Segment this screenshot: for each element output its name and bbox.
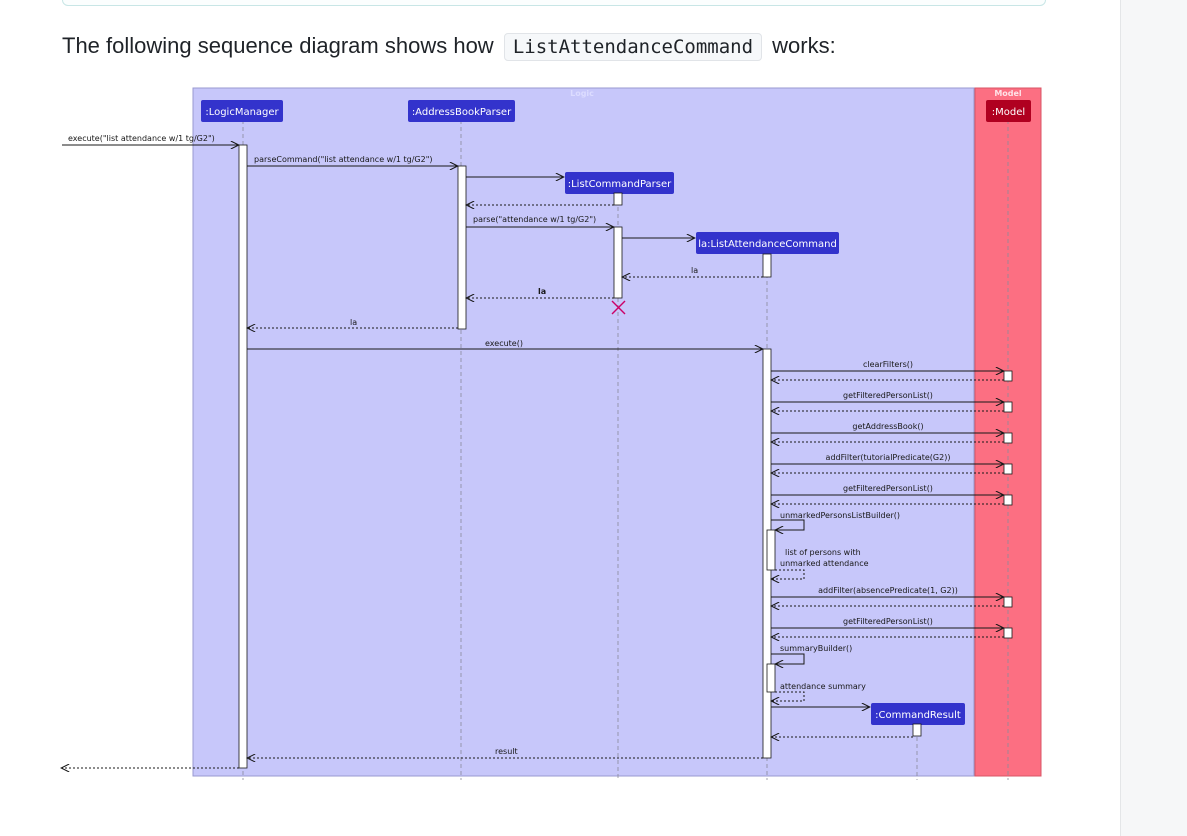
label-attendance-summary: attendance summary [780,682,866,691]
arrow-unmarked-persons-list-builder [771,519,805,530]
label-unmarked-persons-list-builder: unmarkedPersonsListBuilder() [780,511,900,520]
label-parse: parse("attendance w/1 tg/G2") [473,215,596,224]
model-box-title: Model [994,89,1022,98]
activation-model-1 [1003,370,1013,382]
label-add-filter-tutorial: addFilter(tutorialPredicate(G2)) [826,453,951,462]
activation-model-3 [1003,432,1013,444]
label-list-of-persons-line2: unmarked attendance [780,559,869,568]
label-execute: execute() [485,339,523,348]
participant-address-book-parser-label: :AddressBookParser [412,107,512,118]
return-list-of-persons [772,569,805,579]
activation-logic-manager [238,144,248,769]
return-attendance-summary [772,691,805,701]
label-clear-filters: clearFilters() [863,360,913,369]
label-execute-command: execute("list attendance w/1 tg/G2") [68,134,215,143]
activation-list-attendance-command-create [762,253,772,278]
participant-command-result-label: :CommandResult [875,710,961,721]
activation-list-command-parser-parse [613,226,623,299]
activation-list-command-parser-create [613,192,623,206]
activation-model-2 [1003,401,1013,413]
participant-model [986,100,1031,122]
intro-text-before: The following sequence diagram shows how [62,33,494,58]
activation-model-7 [1003,627,1013,639]
participant-list-command-parser [565,172,674,194]
label-list-of-persons-line1: list of persons with [785,548,861,557]
participant-list-attendance-command [696,232,839,254]
participant-address-book-parser [408,100,515,122]
activation-command-result [912,723,922,737]
label-la-3: la [350,318,357,327]
label-get-filtered-person-list-1: getFilteredPersonList() [843,391,933,400]
participant-logic-manager-label: :LogicManager [205,107,279,118]
label-summary-builder: summaryBuilder() [780,644,852,653]
label-parse-command: parseCommand("list attendance w/1 tg/G2"… [254,155,433,164]
label-get-filtered-person-list-3: getFilteredPersonList() [843,617,933,626]
intro-text-after: works: [772,33,836,58]
participant-model-label: :Model [992,107,1025,118]
participant-list-command-parser-label: :ListCommandParser [568,179,672,190]
participant-logic-manager [201,100,283,122]
label-result: result [495,747,518,756]
activation-model-6 [1003,596,1013,608]
intro-paragraph: The following sequence diagram shows how… [62,31,836,62]
arrow-summary-builder [771,653,805,664]
label-get-filtered-person-list-2: getFilteredPersonList() [843,484,933,493]
right-side-panel [1120,0,1187,836]
destroy-list-command-parser [611,300,626,315]
label-get-address-book: getAddressBook() [852,422,923,431]
participant-command-result [871,703,965,725]
label-add-filter-absence: addFilter(absencePredicate(1, G2)) [818,586,958,595]
activation-self-unmarked [766,529,776,571]
label-la-1: la [691,266,698,275]
activation-model-5 [1003,494,1013,506]
activation-address-book-parser [457,165,467,330]
logic-box-title: Logic [570,89,594,98]
logic-box [192,87,975,777]
participant-list-attendance-command-label: la:ListAttendanceCommand [698,239,837,250]
label-la-2: la [538,287,546,296]
activation-model-4 [1003,463,1013,475]
intro-code: ListAttendanceCommand [503,33,763,61]
activation-self-summary [766,663,776,693]
